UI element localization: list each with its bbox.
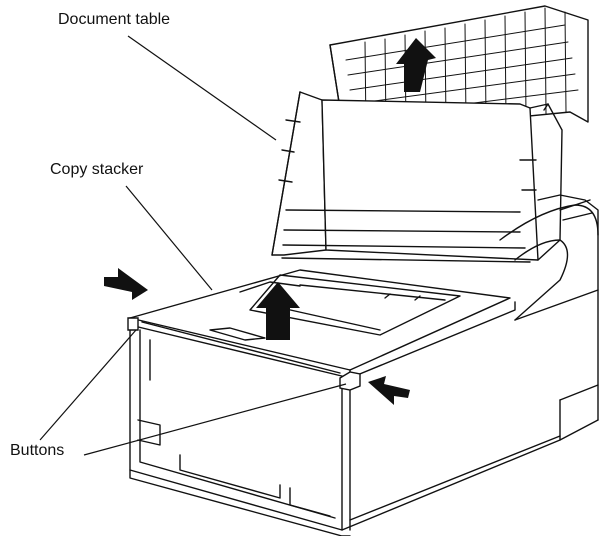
arrow-stacker-up-icon (256, 282, 300, 340)
buttons-label: Buttons (10, 442, 65, 459)
arrow-right-push-icon (368, 376, 410, 405)
right-housing (500, 195, 598, 440)
arrow-document-table-icon (396, 38, 436, 92)
leader-document-table (128, 36, 276, 140)
upper-cover (272, 92, 562, 262)
document-table-label: Document table (58, 11, 171, 28)
leader-buttons-left (40, 330, 136, 440)
left-button (128, 318, 138, 330)
copy-stacker-label: Copy stacker (50, 161, 144, 178)
right-button (340, 372, 360, 390)
leader-copy-stacker (126, 186, 212, 290)
leader-lines (40, 36, 346, 455)
arrow-left-push-icon (104, 268, 148, 300)
buttons (128, 318, 360, 390)
copy-stacker (130, 270, 515, 378)
leader-buttons-right (84, 384, 346, 455)
